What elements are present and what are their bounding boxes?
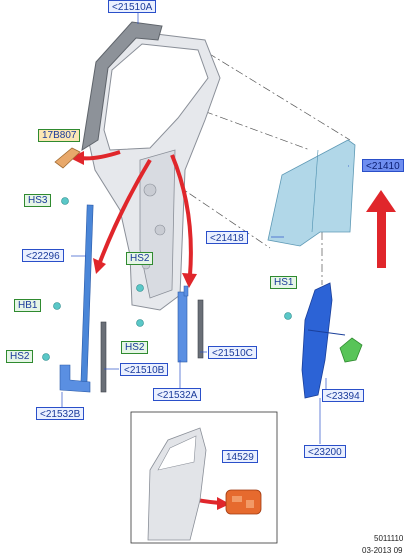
label-door-seal[interactable]: <21510A [108,0,157,13]
label-trim-part[interactable]: 17B807 [38,129,81,142]
label-glass-run[interactable]: <21418 [206,231,248,244]
front-bracket [59,364,91,393]
label-hs2-left[interactable]: HS2 [6,350,34,363]
window-regulator [301,282,333,399]
clips [42,197,292,361]
leader-lines [61,11,349,444]
diagram-date: 03-2013 09 [362,546,403,555]
door-shell [87,31,221,311]
label-front-run[interactable]: <21532B [36,407,85,420]
label-hb1[interactable]: HB1 [14,299,42,312]
rear-run [177,291,188,363]
inset-frame [130,411,278,544]
label-hs2-mid[interactable]: HS2 [121,341,149,354]
label-rear-run[interactable]: <21532A [153,388,202,401]
label-belt-front[interactable]: <21510B [120,363,169,376]
door-seal [81,21,163,152]
label-glass[interactable]: <21410 [362,159,404,172]
label-hs2-top[interactable]: HS2 [126,252,154,265]
label-hs1[interactable]: HS1 [270,276,298,289]
label-rear-channel[interactable]: <21510C [208,346,257,359]
door-glass [267,139,356,247]
belt-strip [100,321,107,393]
inset-part [225,489,262,515]
trim-part [54,147,81,169]
red-arrowheads [70,151,230,510]
label-hs3[interactable]: HS3 [24,194,52,207]
label-inset-part[interactable]: 14529 [222,450,258,463]
up-arrow [366,190,396,268]
label-regulator[interactable]: <23200 [304,445,346,458]
rear-channel [197,299,204,359]
regulator-motor [339,337,363,363]
front-channel [80,204,94,386]
diagram-code: 5011110 [374,534,404,543]
label-front-channel[interactable]: <22296 [22,249,64,262]
label-regulator-motor[interactable]: <23394 [322,389,364,402]
